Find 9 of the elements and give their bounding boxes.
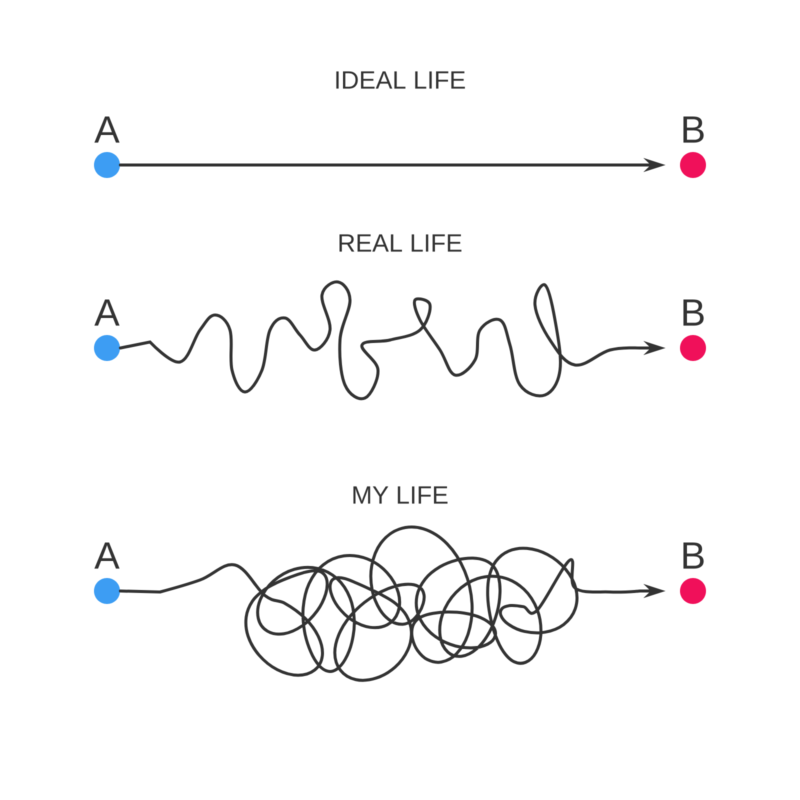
node-label: A [94, 116, 120, 143]
section-title: REAL LIFE [340, 234, 462, 252]
node-label: B [683, 116, 704, 143]
node-label: A [94, 299, 120, 326]
section-title: IDEAL LIFE [336, 71, 465, 89]
section-title: MY LIFE [353, 486, 448, 504]
node-label: B [683, 542, 704, 569]
node-label: A [94, 542, 120, 569]
node-label: B [683, 299, 704, 326]
